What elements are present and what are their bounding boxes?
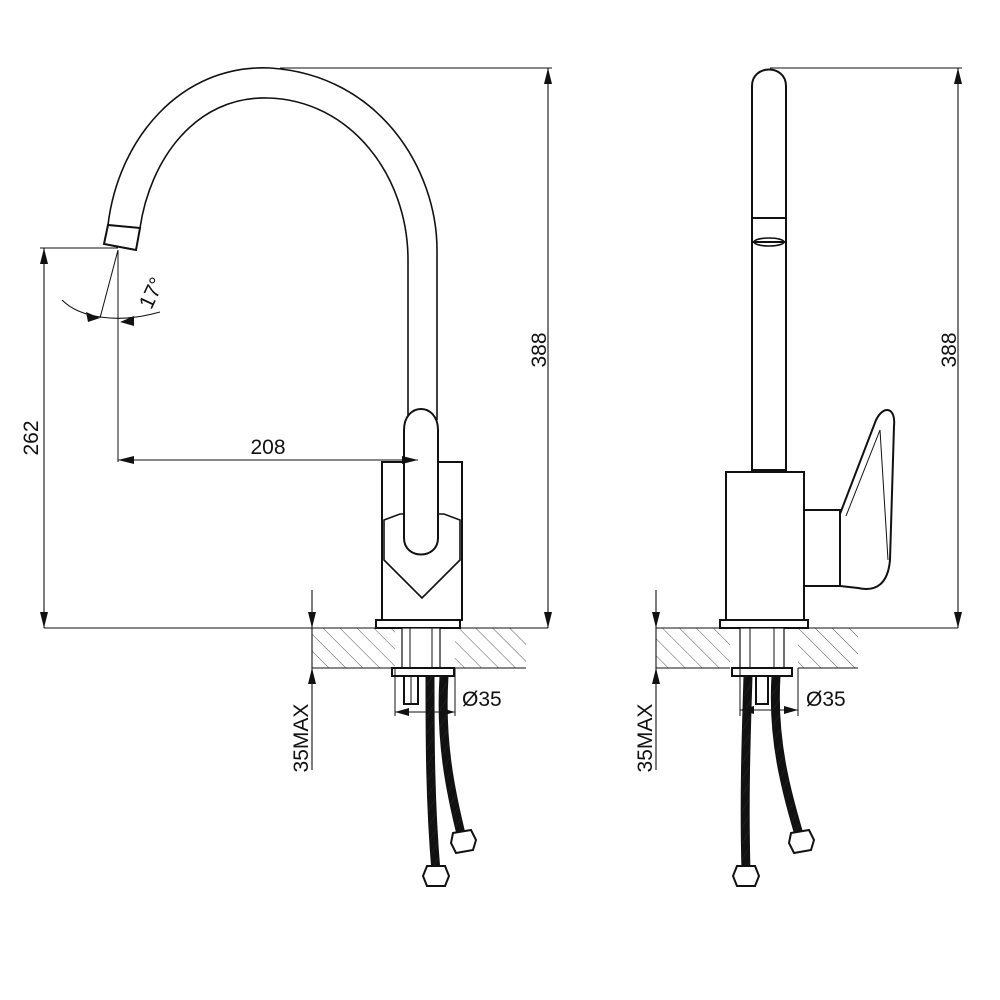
front-spout <box>107 67 438 420</box>
front-base-ring <box>375 619 461 629</box>
side-aerator <box>751 217 787 247</box>
front-angle-label: 17° <box>135 274 169 313</box>
side-dim-dia35 <box>739 668 799 716</box>
front-angle-17 <box>61 249 161 326</box>
front-dim-388 <box>280 67 552 628</box>
side-base-ring <box>719 619 809 629</box>
front-dim-388-label: 388 <box>528 332 551 367</box>
front-dim-35max-label: 35MAX <box>290 704 313 773</box>
front-aerator <box>102 223 142 252</box>
front-view: 388 262 208 17° <box>20 67 552 887</box>
side-dim-35max-label: 35MAX <box>634 704 657 773</box>
side-handle <box>839 409 896 590</box>
side-dim-388 <box>770 67 962 628</box>
side-spout <box>751 68 787 471</box>
side-dim-388-label: 388 <box>938 332 961 367</box>
front-handle <box>403 408 439 556</box>
side-connector <box>803 509 841 587</box>
front-dim-208-label: 208 <box>250 436 285 459</box>
side-deck <box>656 626 958 670</box>
front-dim-262-label: 262 <box>20 420 43 455</box>
side-view: 388 35MAX Ø35 <box>634 67 962 887</box>
front-dim-dia35 <box>394 668 456 716</box>
front-mounting-stud <box>391 627 455 705</box>
side-body <box>725 471 805 621</box>
side-mounting-stud <box>731 627 793 705</box>
side-handle-edge <box>845 429 889 561</box>
side-dim-dia35-label: Ø35 <box>806 688 846 711</box>
front-dim-208 <box>117 250 418 464</box>
front-dim-dia35-label: Ø35 <box>462 688 502 711</box>
front-deck <box>44 626 548 670</box>
side-hoses <box>731 675 816 887</box>
front-dim-35max <box>308 590 316 770</box>
front-hoses <box>421 675 478 887</box>
front-dim-262 <box>40 247 118 628</box>
side-dim-35max <box>652 590 660 770</box>
